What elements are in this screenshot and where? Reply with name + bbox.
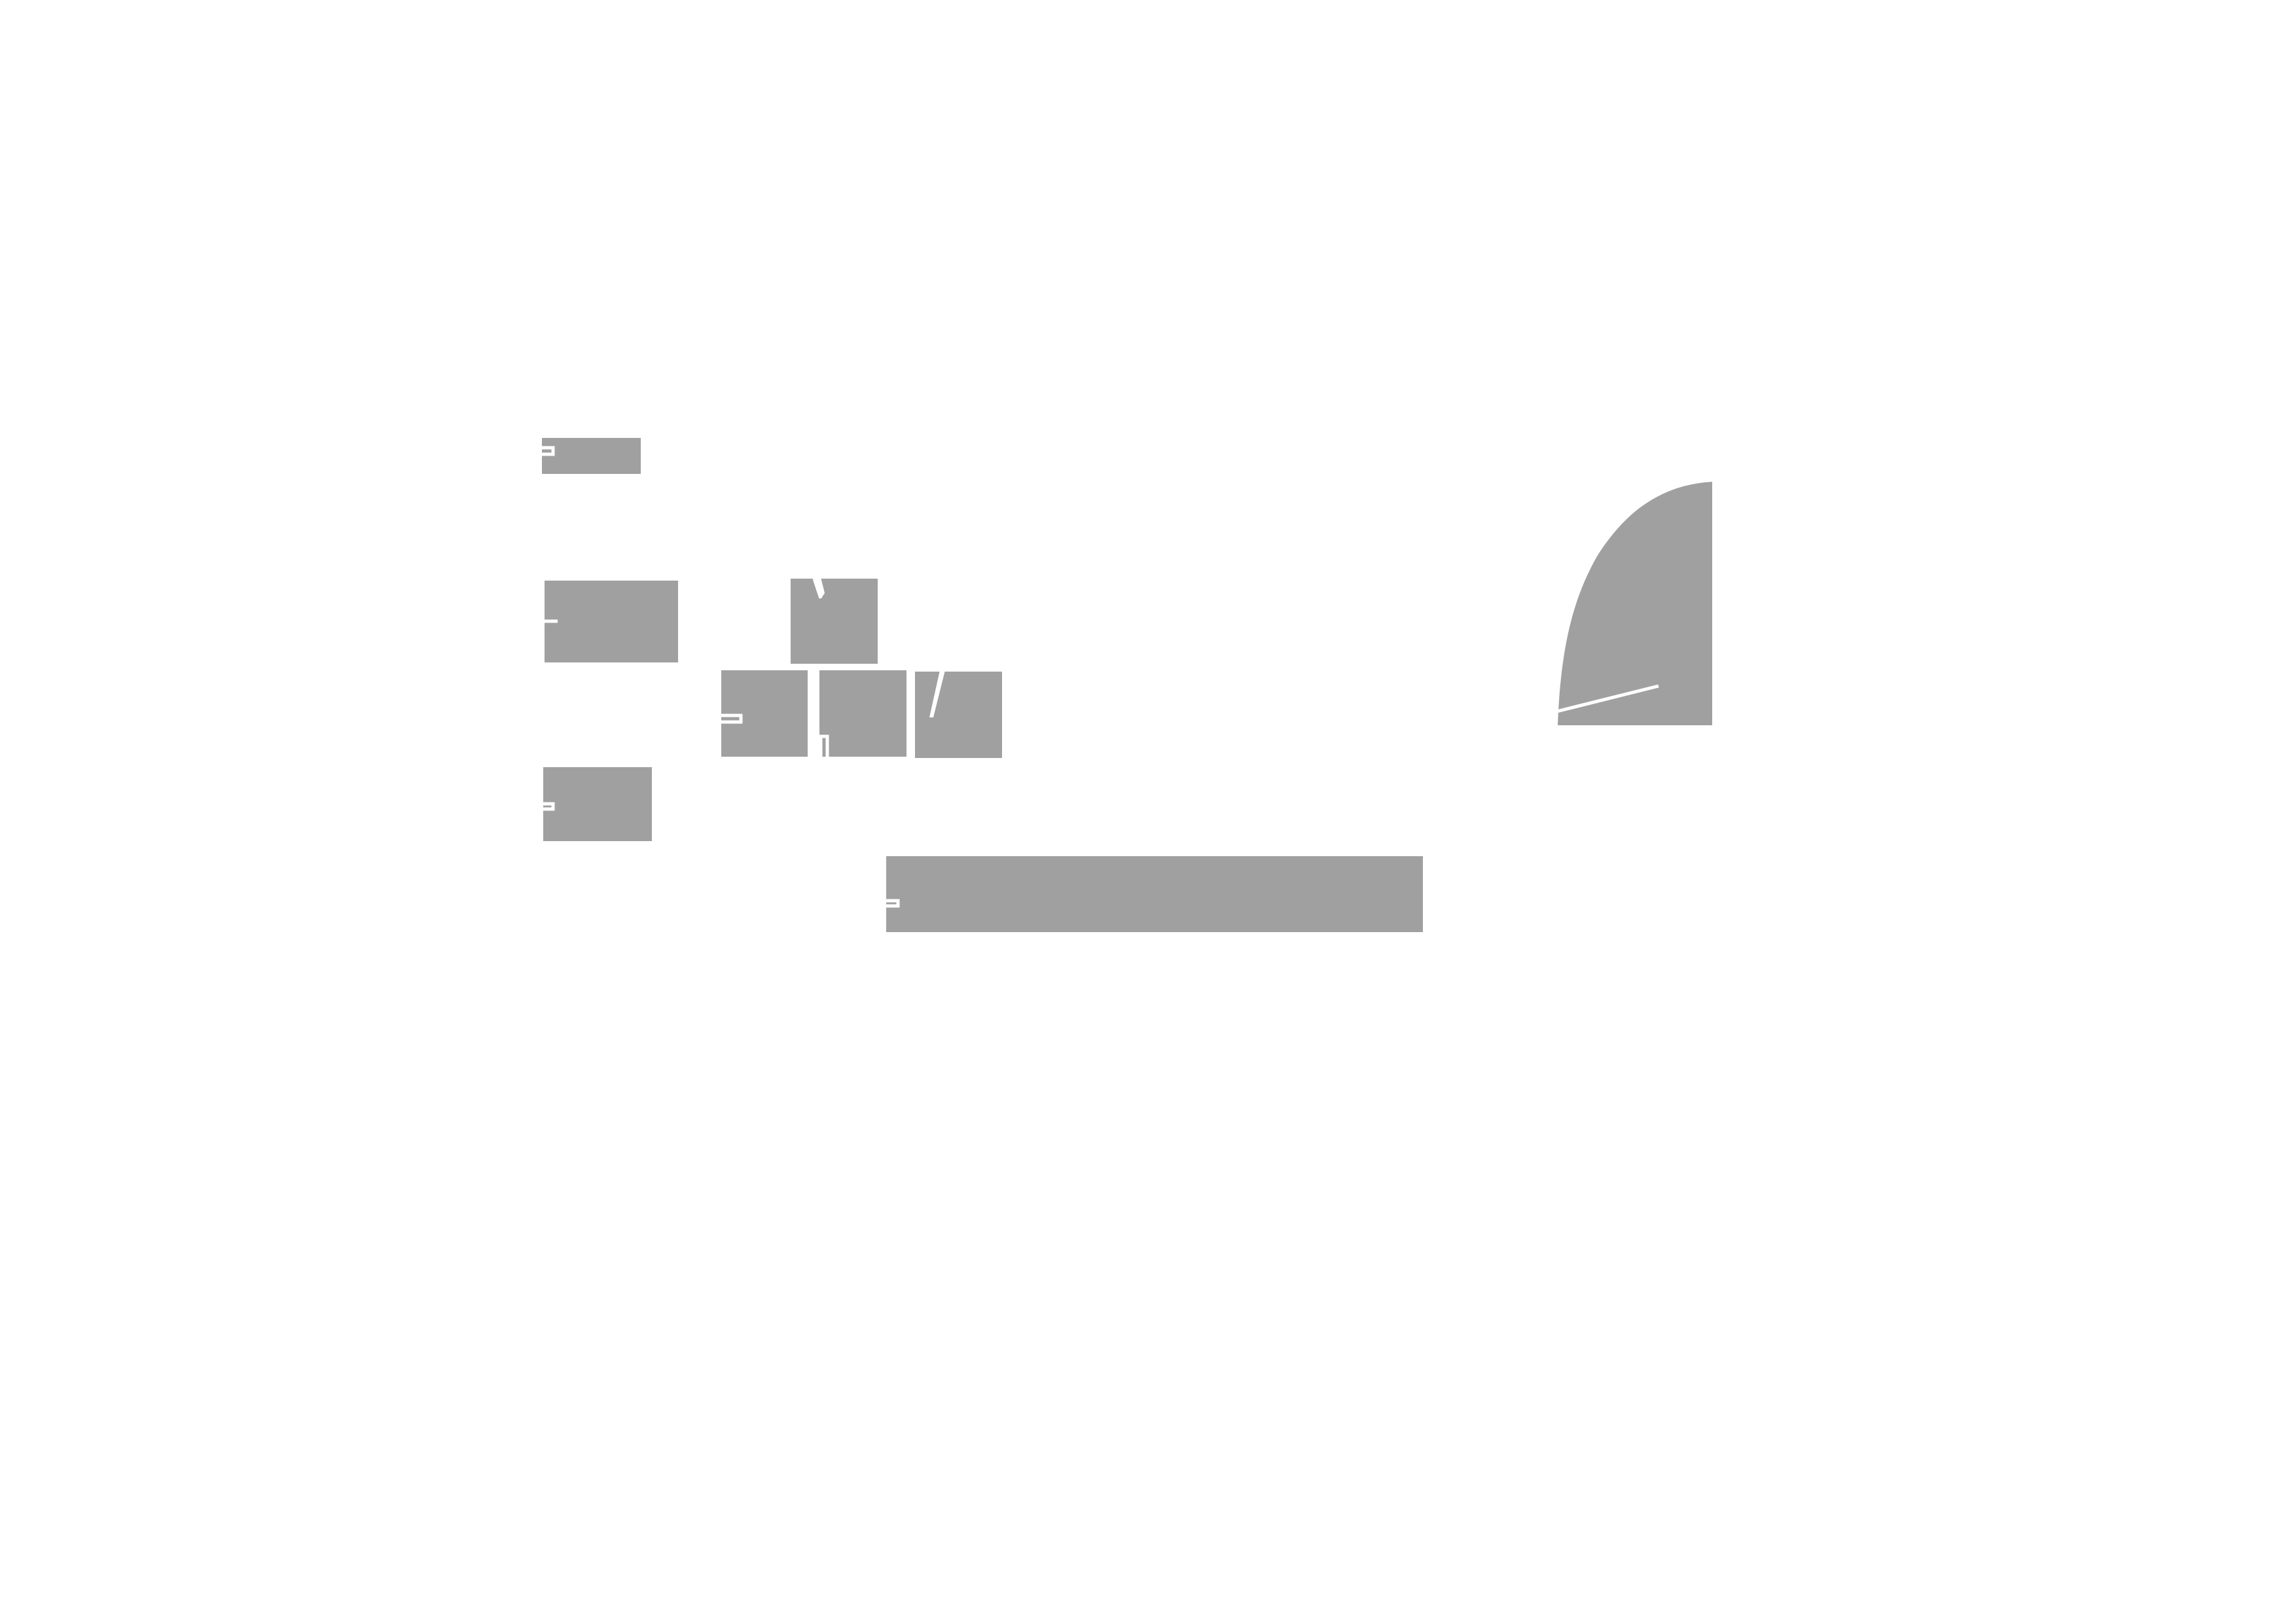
block-row-middle bbox=[819, 670, 906, 758]
block-top-left bbox=[542, 438, 641, 474]
block-center-upper bbox=[791, 577, 878, 664]
block-row-left bbox=[721, 670, 808, 757]
block-bottom-left bbox=[543, 767, 652, 841]
block-left-middle bbox=[545, 581, 678, 662]
block-wide-bar bbox=[886, 856, 1423, 932]
sail-shape bbox=[1553, 482, 1712, 725]
block-row-right bbox=[915, 670, 1002, 758]
